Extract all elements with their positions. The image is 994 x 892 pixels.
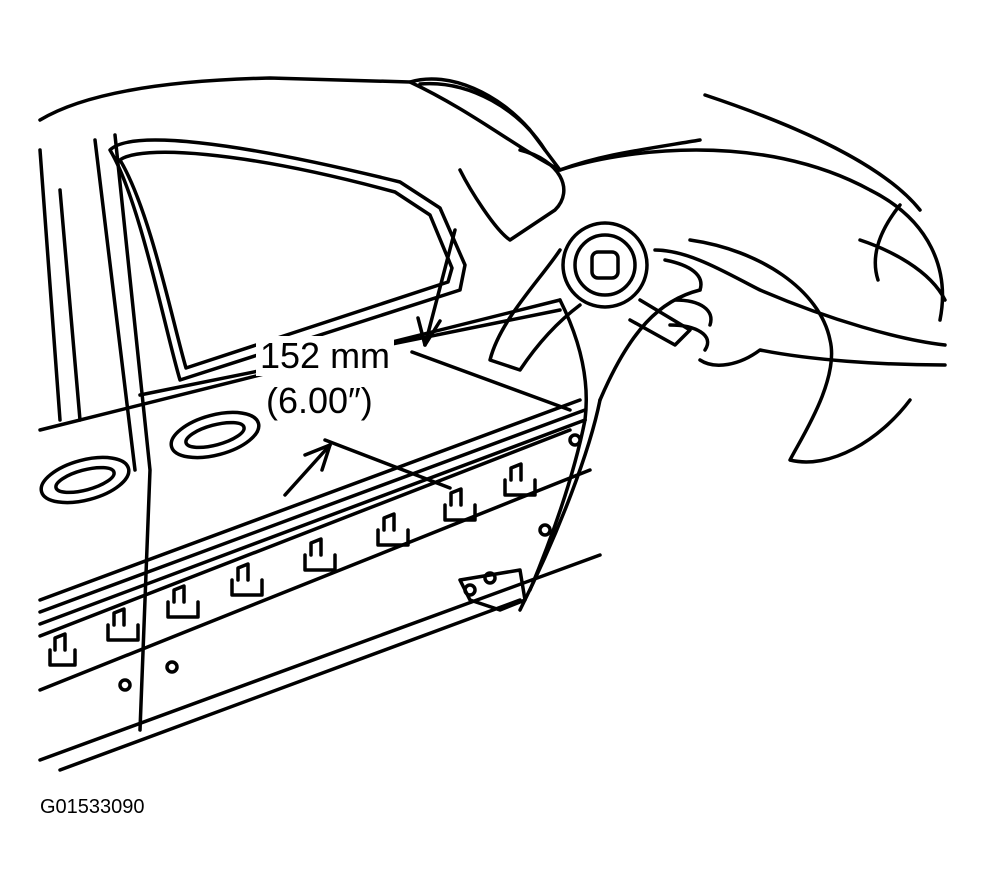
body-side-molding — [38, 398, 587, 638]
door-handle-rear — [39, 455, 131, 505]
dimension-arrow-icon — [283, 228, 572, 497]
dimension-label-metric: 152 mm — [256, 336, 395, 376]
door-window — [108, 138, 467, 382]
dimension-label-imperial: (6.00″) — [262, 381, 377, 421]
hand-icon — [653, 248, 947, 367]
front-fender — [558, 148, 947, 464]
door-hinge-edge — [458, 298, 602, 612]
door-frame-lines — [38, 133, 152, 732]
molding-clips — [48, 462, 537, 667]
heat-gun-icon — [488, 221, 692, 372]
door-lower-panel — [38, 468, 602, 772]
side-mirror — [458, 148, 566, 242]
car-roof-outline — [38, 76, 922, 212]
figure-id: G01533090 — [40, 796, 145, 818]
door-handle-front — [169, 410, 261, 460]
door-holes — [118, 571, 497, 692]
